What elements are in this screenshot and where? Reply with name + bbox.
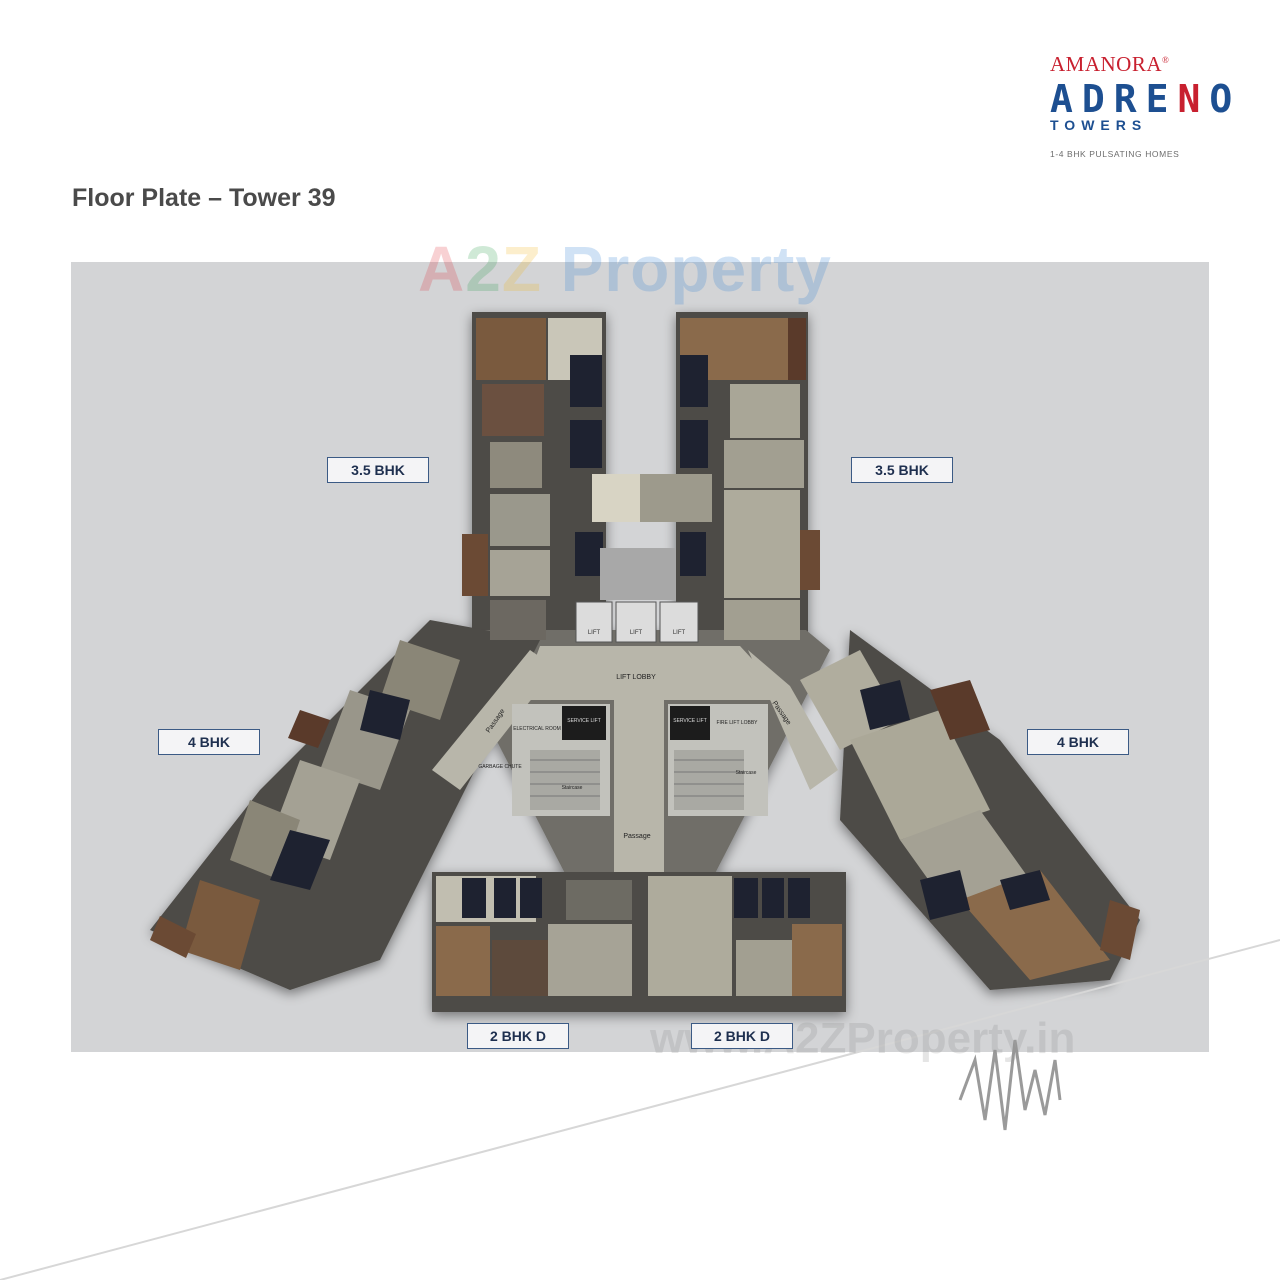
unit-label-top-left: 3.5 BHK <box>327 457 429 483</box>
unit-2-bhk-d-left <box>436 876 632 996</box>
staircase-label-left: Staircase <box>562 785 583 791</box>
watermark-top: A2Z Property <box>418 233 832 305</box>
staircase-label-right: Staircase <box>736 770 757 776</box>
lift-label-2: LIFT <box>630 630 643 636</box>
unit-label-mid-right: 4 BHK <box>1027 729 1129 755</box>
unit-label-bottom-right: 2 BHK D <box>691 1023 793 1049</box>
garbage-chute-label: GARBAGE CHUTE <box>478 764 522 770</box>
electrical-room-label: ELECTRICAL ROOM <box>513 726 561 732</box>
passage-label-center: Passage <box>623 833 650 840</box>
lift-lobby: LIFT LOBBY Passage Passage Passage <box>432 646 838 872</box>
unit-4-bhk-right <box>800 650 1140 980</box>
unit-label-mid-left: 4 BHK <box>158 729 260 755</box>
lift-label-3: LIFT <box>673 630 686 636</box>
lift-lobby-label: LIFT LOBBY <box>616 674 656 681</box>
brand-logo: AMANORA® ADRENO TOWERS 1-4 BHK PULSATING… <box>1050 52 1250 159</box>
core-left: SERVICE LIFT ELECTRICAL ROOM GARBAGE CHU… <box>478 704 610 816</box>
unit-3-5-bhk-right <box>640 318 820 640</box>
service-lift-label-left: SERVICE LIFT <box>567 718 601 724</box>
lift-label-1: LIFT <box>588 630 601 636</box>
brand-tagline: 1-4 BHK PULSATING HOMES <box>1050 149 1180 159</box>
unit-label-bottom-left: 2 BHK D <box>467 1023 569 1049</box>
brand-name-sub: TOWERS <box>1050 117 1148 133</box>
decorative-swoosh-line <box>0 939 1280 1280</box>
page-title: Floor Plate – Tower 39 <box>72 184 336 212</box>
core-right: SERVICE LIFT FIRE LIFT LOBBY Staircase <box>668 704 768 816</box>
brand-name-main: ADRENO <box>1050 77 1242 121</box>
brand-name-top: AMANORA® <box>1050 52 1170 76</box>
unit-3-5-bhk-left <box>462 318 640 640</box>
service-lift-label-right: SERVICE LIFT <box>673 718 707 724</box>
fire-lift-lobby-label: FIRE LIFT LOBBY <box>716 720 758 726</box>
unit-4-bhk-left <box>150 640 460 970</box>
lift-shafts: LIFT LIFT LIFT <box>575 548 699 643</box>
decorative-pulse-line <box>958 1039 1062 1131</box>
unit-label-top-right: 3.5 BHK <box>851 457 953 483</box>
unit-2-bhk-d-right <box>648 876 842 996</box>
